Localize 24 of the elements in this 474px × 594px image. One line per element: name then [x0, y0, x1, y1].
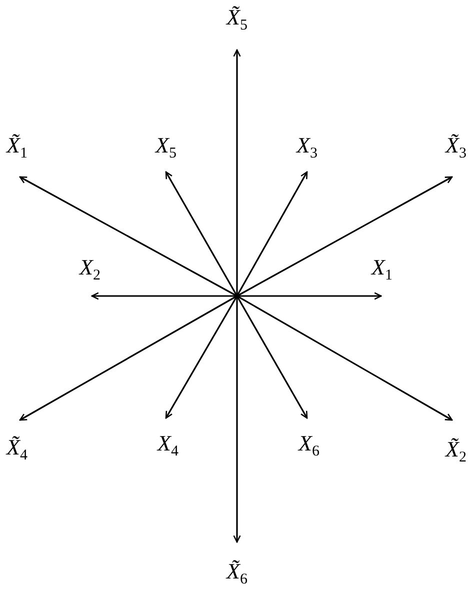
vector-arrow [233, 296, 241, 543]
vector-arrow [233, 49, 241, 296]
vector-label: X̃$_{3}$ [446, 134, 466, 162]
vector-label: X$_{6}$ [298, 432, 320, 460]
vector-arrow [165, 171, 238, 296]
vector-label: X̃$_{6}$ [226, 560, 248, 588]
vector-arrow [165, 296, 238, 419]
vector-label: X$_{3}$ [296, 134, 318, 162]
vector-label: X̃$_{2}$ [446, 438, 466, 466]
vector-arrow [236, 296, 308, 419]
vector-arrow [236, 176, 453, 297]
vector-label: X̃$_{5}$ [226, 6, 248, 34]
vector-arrow [19, 176, 238, 297]
vector-label: X$_{1}$ [372, 256, 392, 284]
vector-arrow [91, 292, 237, 300]
vector-arrow [19, 295, 238, 421]
vector-label: X$_{2}$ [80, 256, 100, 284]
vector-label: X$_{5}$ [156, 134, 176, 162]
vector-label: X̃$_{1}$ [6, 134, 28, 162]
vector-label: X$_{4}$ [158, 432, 178, 460]
vector-arrow [236, 295, 453, 421]
vector-arrow [237, 292, 382, 300]
vector-arrow [236, 171, 308, 296]
vector-label: X̃$_{4}$ [6, 436, 28, 464]
